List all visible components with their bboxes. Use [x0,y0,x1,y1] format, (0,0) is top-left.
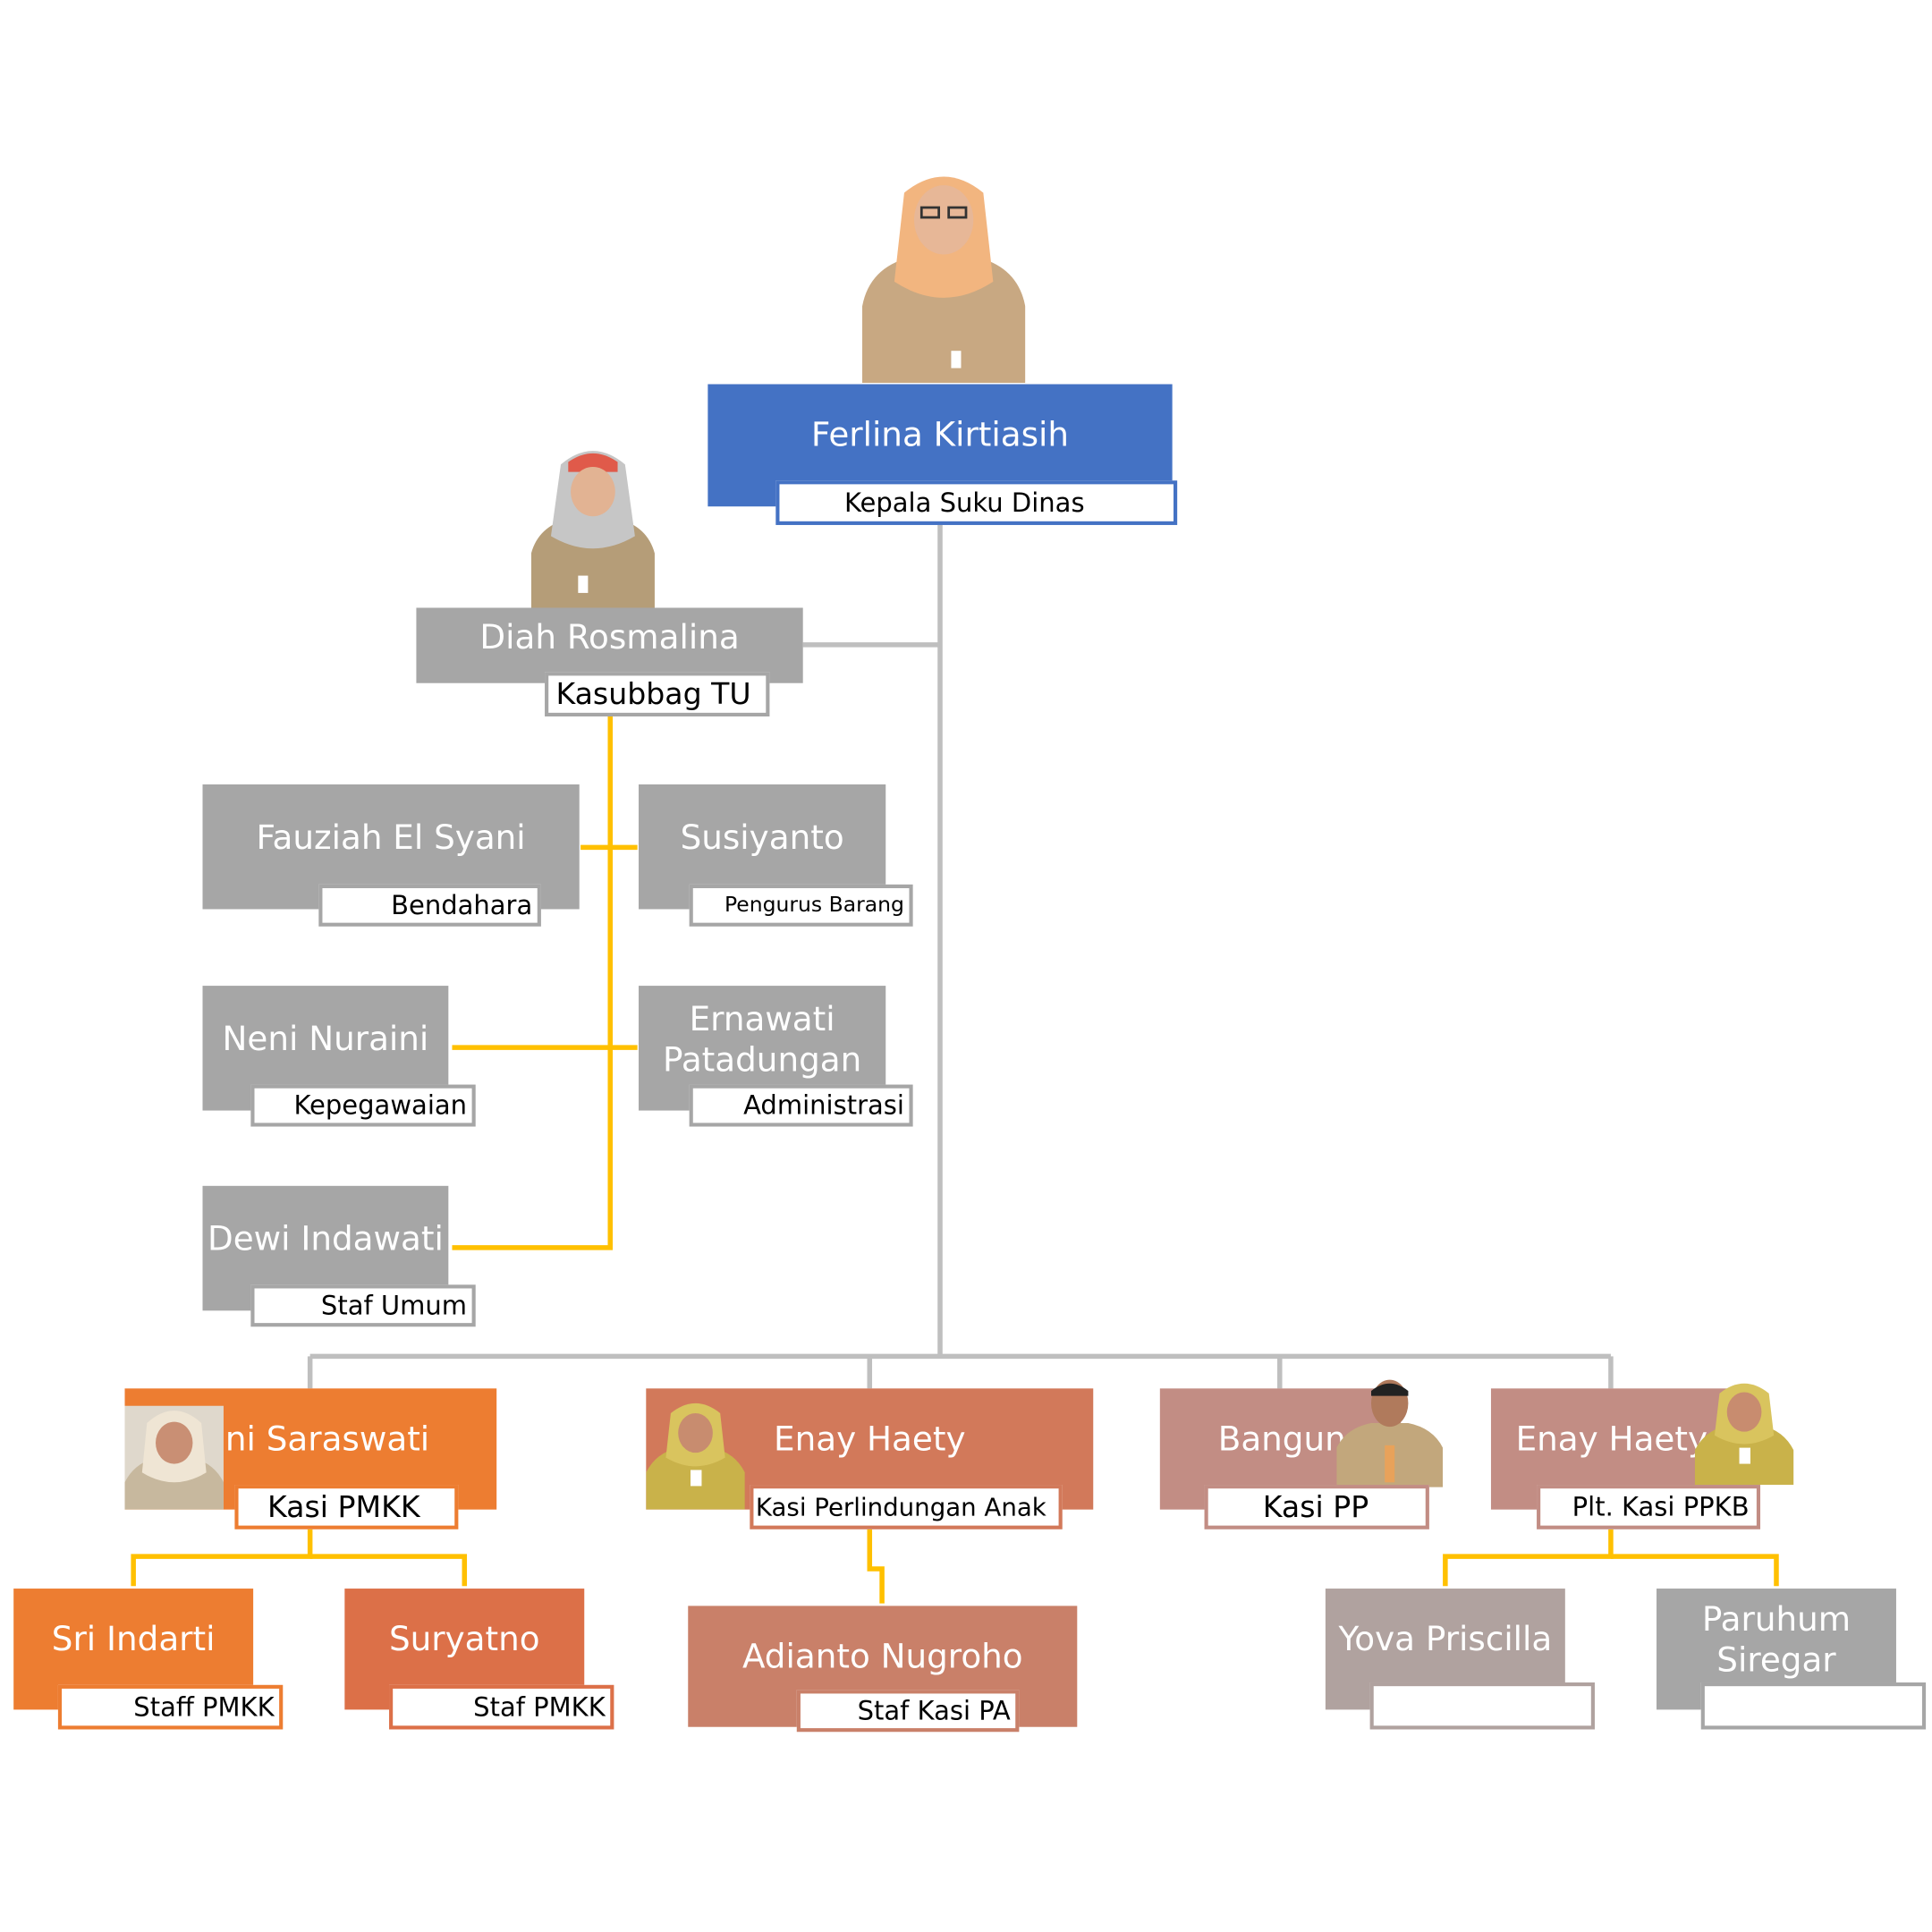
section-staff-title [1700,1682,1927,1730]
staff-name: Dewi Indawati [207,1220,444,1259]
section-photo [646,1402,745,1510]
section-staff-title: Staf Kasi PA [796,1690,1020,1733]
section-staff-title: Staff PMKK [57,1684,284,1730]
section-title: Kasi PMKK [234,1485,459,1530]
staff-trunk-line [452,714,614,1250]
section-title: Plt. Kasi PPKB [1537,1485,1761,1530]
section-staff-title [1369,1682,1595,1730]
staff-title: Administrasi [689,1084,913,1127]
section-name: Bangun [1217,1420,1346,1460]
section-name: Enay Haety [774,1420,966,1460]
staff-title: Bendahara [318,884,541,927]
section-staff-name: Adianto Nugroho [741,1638,1023,1677]
section-staff-name: Yova Priscilla [1338,1620,1553,1659]
staff-name: Neni Nuraini [222,1020,429,1059]
staff-title: Staf Umum [250,1284,476,1327]
section-staff-name: Suryatno [388,1620,540,1659]
secretary-name: Diah Rosmalina [479,618,740,657]
secretary-title: Kasubbag TU [545,672,770,717]
staff-name: Susiyanto [680,818,844,858]
head-title: Kepala Suku Dinas [775,480,1178,525]
head-name: Ferlina Kirtiasih [810,416,1070,455]
section-photo [1694,1383,1794,1486]
staff-title: Kepegawaian [250,1084,476,1127]
section-staff-title: Staf PMKK [389,1684,614,1730]
staff-title: Pengurus Barang [689,884,913,927]
section-name: Enay Haety [1515,1420,1708,1460]
section-photo [1336,1379,1444,1487]
section-staff-name: Sri Indarti [51,1620,216,1659]
secretary-photo [530,451,655,608]
head-photo [861,176,1026,384]
section-name: Eni Saraswati [204,1420,430,1460]
section-title: Kasi PP [1204,1485,1429,1530]
secretary-box[interactable]: Diah Rosmalina [416,607,803,683]
section-photo [124,1405,224,1510]
staff-name: Ernawati Patadungan [663,1000,862,1080]
staff-name: Fauziah El Syani [256,818,526,858]
section-staff-name: Paruhum Siregar [1701,1600,1852,1681]
section-title: Kasi Perlindungan Anak [750,1485,1063,1530]
